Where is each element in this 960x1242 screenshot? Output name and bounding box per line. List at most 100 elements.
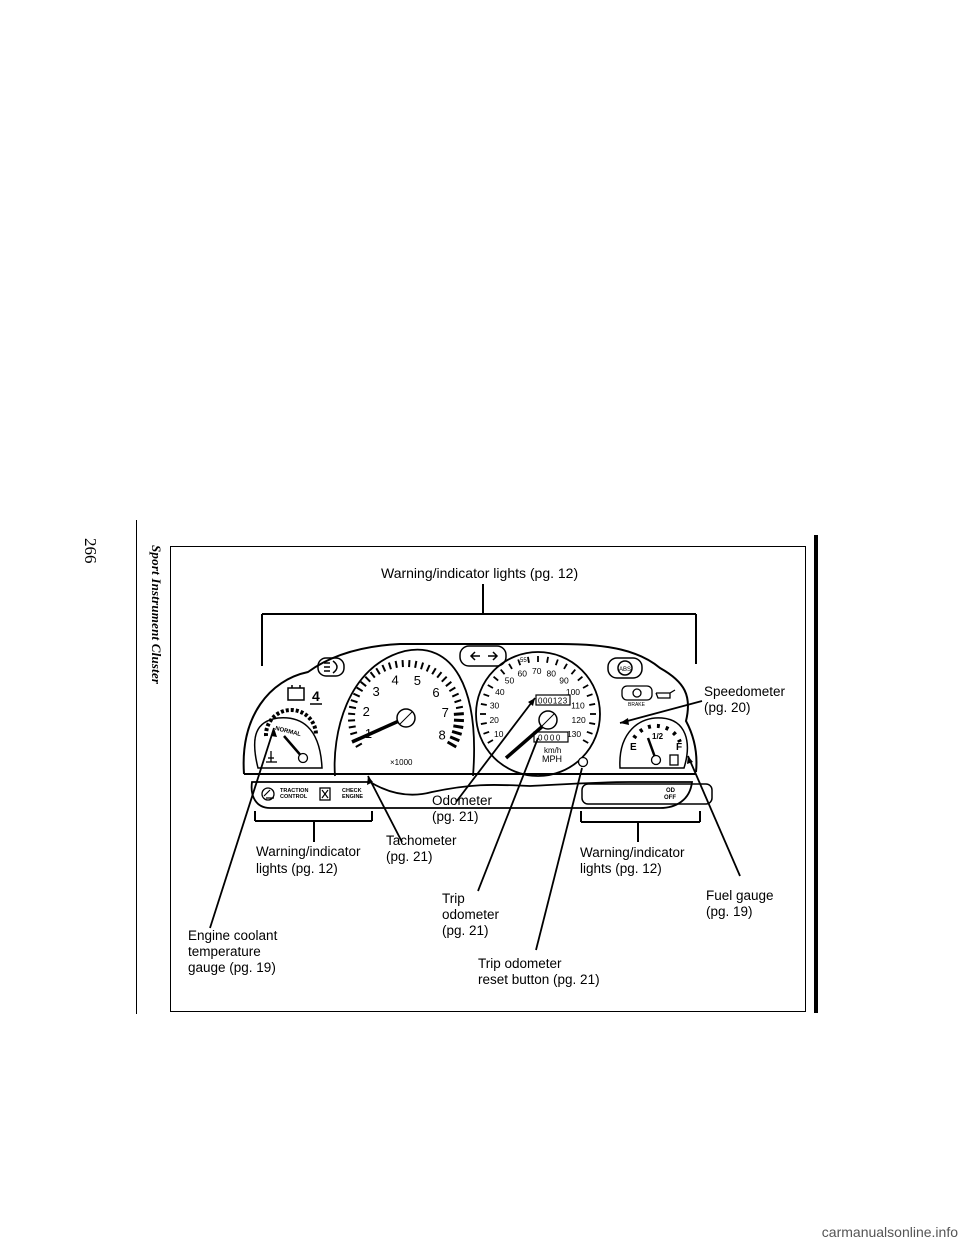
tach-tick <box>348 725 356 729</box>
speed-tick <box>586 693 593 698</box>
speed-55: 55 <box>520 658 527 664</box>
tachometer-needle <box>351 708 416 744</box>
tach-tick <box>350 699 358 704</box>
speed-tick <box>480 722 487 725</box>
fuel-e: E <box>630 742 637 753</box>
speed-number: 120 <box>572 715 586 725</box>
speed-tick <box>500 668 506 675</box>
traction-control-indicator: TRACTION CONTROL <box>261 787 308 801</box>
tach-tick <box>451 730 463 736</box>
svg-text:BRAKE: BRAKE <box>628 702 646 708</box>
label-warning-left-2: lights (pg. 12) <box>256 861 338 876</box>
tach-number: 2 <box>363 704 370 719</box>
speed-number: 50 <box>505 676 515 686</box>
tach-number: 7 <box>442 705 449 720</box>
tach-tick <box>381 664 387 672</box>
speed-tick <box>589 722 596 725</box>
tach-tick <box>453 724 464 729</box>
label-coolant-3: gauge (pg. 19) <box>188 960 276 975</box>
speed-number: 100 <box>566 687 580 697</box>
speed-number: 10 <box>494 729 504 739</box>
tach-tick <box>352 692 361 698</box>
tach-tick <box>364 675 371 683</box>
speed-number: 90 <box>559 676 569 686</box>
leader-arrowheads <box>271 698 693 785</box>
svg-text:OD: OD <box>666 788 676 794</box>
label-coolant-1: Engine coolant <box>188 928 278 943</box>
tach-tick <box>355 742 363 748</box>
label-fuel-1: Fuel gauge <box>706 888 774 903</box>
section-title: Sport Instrument Cluster <box>149 545 164 685</box>
label-tachometer-1: Tachometer <box>386 833 457 848</box>
footer-watermark: carmanualsonline.info <box>821 1224 958 1240</box>
turn-signal-icons <box>459 645 507 667</box>
tach-tick <box>360 681 367 687</box>
speed-number: 30 <box>490 701 500 711</box>
left-top-warning-icons: 4 <box>287 657 345 705</box>
tach-tick <box>454 699 462 704</box>
right-rule <box>814 535 818 1013</box>
instrument-cluster-diagram: Warning/indicator lights (pg. 12) 4 ABS <box>188 565 786 987</box>
odometer-display: 000123 <box>535 694 571 706</box>
left-rule <box>136 520 137 1014</box>
label-odometer-2: (pg. 21) <box>432 809 479 824</box>
tach-tick <box>441 675 448 683</box>
speed-tick <box>586 730 593 735</box>
tach-number: 8 <box>439 727 446 742</box>
trip-odometer-value: 0000 <box>538 734 562 743</box>
temp-normal-label: NORMAL <box>274 726 301 738</box>
cluster-housing <box>242 643 698 809</box>
label-odometer-1: Odometer <box>432 793 493 808</box>
page-number: 266 <box>81 538 100 564</box>
speed-tick <box>480 703 487 706</box>
od-off-indicator: OD OFF <box>581 783 713 805</box>
label-reset-1: Trip odometer <box>478 956 562 971</box>
tach-tick <box>348 712 356 716</box>
speed-tick <box>517 659 522 666</box>
speed-tick <box>582 739 589 744</box>
speed-tick <box>570 668 576 675</box>
label-warning-left-1: Warning/indicator <box>256 844 361 859</box>
speed-tick <box>527 656 530 663</box>
top-bracket <box>261 584 697 666</box>
tach-tick <box>431 667 437 675</box>
tach-number: 3 <box>373 684 380 699</box>
fuel-f: F <box>676 742 682 753</box>
check-engine-indicator: CHECK ENGINE <box>342 788 363 800</box>
tach-tick <box>448 686 456 693</box>
label-trip-1: Trip <box>442 891 465 906</box>
label-trip-3: (pg. 21) <box>442 923 489 938</box>
tach-tick <box>449 735 460 743</box>
leader-lines <box>209 697 741 951</box>
tach-tick <box>455 705 464 710</box>
tach-tick <box>348 705 357 710</box>
speed-tick <box>483 730 490 735</box>
fuel-half: 1/2 <box>652 732 664 741</box>
lower-right-bracket <box>580 811 701 842</box>
label-trip-2: odometer <box>442 907 500 922</box>
speed-tick <box>554 659 559 666</box>
speed-tick <box>483 693 490 698</box>
label-reset-2: reset button (pg. 21) <box>478 972 600 987</box>
svg-text:ABS: ABS <box>619 667 631 673</box>
speed-number: 130 <box>567 729 581 739</box>
seatbelt-indicator <box>319 787 331 801</box>
abs-icon: ABS <box>607 657 643 679</box>
tach-tick <box>420 662 425 670</box>
label-coolant-2: temperature <box>188 944 261 959</box>
lower-left-bracket <box>254 811 373 842</box>
speed-number: 110 <box>571 701 585 711</box>
tach-tick <box>356 686 364 693</box>
speed-number: 80 <box>546 669 556 679</box>
label-tachometer-2: (pg. 21) <box>386 849 433 864</box>
label-speedometer-1: Speedometer <box>704 684 786 699</box>
tach-tick <box>446 740 457 749</box>
tach-unit: ×1000 <box>390 758 413 767</box>
trip-reset-button[interactable] <box>577 756 589 768</box>
tach-tick <box>445 681 452 687</box>
fuel-gauge: E 1/2 F <box>630 723 682 766</box>
svg-text:TRACTION: TRACTION <box>280 788 308 794</box>
tach-tick <box>425 664 431 672</box>
speed-number: 70 <box>532 666 542 676</box>
